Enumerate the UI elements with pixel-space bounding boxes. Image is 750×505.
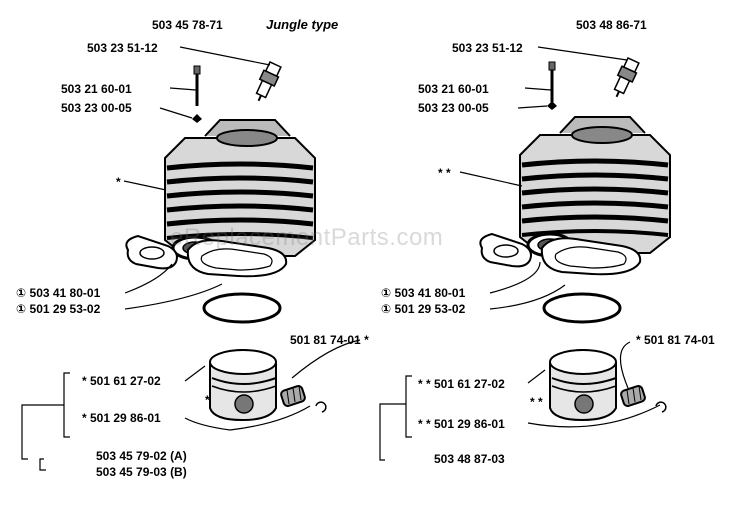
left-assembly-number: 503 45 78-71 xyxy=(152,18,223,32)
right-stud-label: 503 21 60-01 xyxy=(418,82,489,96)
right-kit-label: 503 48 87-03 xyxy=(434,452,505,466)
circled-one-symbol: ① xyxy=(381,302,392,316)
left-circlip-label: 501 81 74-01 * xyxy=(290,333,369,347)
washer-dot xyxy=(192,114,202,123)
right-ring-label: * * 501 29 86-01 xyxy=(418,417,505,431)
circled-one-symbol: ① xyxy=(381,286,392,300)
right-gasket-1-label: ① 503 41 80-01 xyxy=(381,286,466,300)
right-circlip-label: * 501 81 74-01 xyxy=(636,333,715,347)
left-kit-a-label: 503 45 79-02 (A) xyxy=(96,449,187,463)
right-assembly xyxy=(479,56,670,422)
leader-lines xyxy=(123,46,661,431)
right-piston-label: * * 501 61 27-02 xyxy=(418,377,505,391)
left-assembly xyxy=(125,60,328,422)
right-spark-plug-label: 503 23 51-12 xyxy=(452,41,523,55)
right-washer-label: 503 23 00-05 xyxy=(418,101,489,115)
left-spark-plug-label: 503 23 51-12 xyxy=(87,41,158,55)
left-ring-label: * 501 29 86-01 xyxy=(82,411,161,425)
right-assembly-number: 503 48 86-71 xyxy=(576,18,647,32)
washer-dot xyxy=(547,101,557,110)
left-gasket-1-label: ① 503 41 80-01 xyxy=(16,286,101,300)
right-pin-marker: * * xyxy=(530,395,543,409)
right-cylinder-marker: * * xyxy=(438,166,451,180)
right-gasket-2-label: ① 501 29 53-02 xyxy=(381,302,466,316)
left-washer-label: 503 23 00-05 xyxy=(61,101,132,115)
kit-brackets xyxy=(21,372,412,471)
left-gasket-2-label: ① 501 29 53-02 xyxy=(16,302,101,316)
left-pin-marker: * xyxy=(205,393,210,407)
left-stud-label: 503 21 60-01 xyxy=(61,82,132,96)
left-piston-label: * 501 61 27-02 xyxy=(82,374,161,388)
circled-one-symbol: ① xyxy=(16,302,27,316)
left-cylinder-marker: * xyxy=(116,175,121,189)
circled-one-symbol: ① xyxy=(16,286,27,300)
left-kit-b-label: 503 45 79-03 (B) xyxy=(96,465,187,479)
jungle-type-title: Jungle type xyxy=(266,17,339,32)
